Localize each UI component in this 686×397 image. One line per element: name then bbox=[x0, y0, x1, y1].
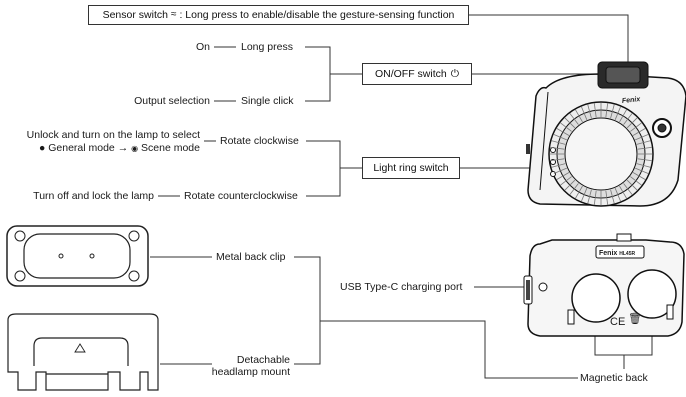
light-ring-rib bbox=[626, 179, 638, 191]
scene-mode-text: Scene mode bbox=[141, 142, 200, 154]
light-ring-rib bbox=[575, 185, 583, 199]
brand-model-text: HL45R bbox=[619, 251, 636, 257]
light-ring-rib bbox=[635, 167, 649, 174]
light-ring-rib bbox=[623, 183, 633, 195]
rotate-ccw-action: Rotate counterclockwise bbox=[184, 190, 298, 202]
onoff-switch-box: ON/OFF switch ⏻ bbox=[362, 63, 472, 85]
light-ring-rib bbox=[564, 117, 576, 129]
on-result: On bbox=[195, 41, 210, 53]
light-ring-rib bbox=[587, 189, 592, 204]
power-icon: ⏻ bbox=[450, 68, 460, 80]
back-bracket bbox=[294, 256, 321, 365]
rotate-cw-result-line2: ● General mode → ◉ Scene mode bbox=[0, 142, 200, 155]
light-ring-rib bbox=[593, 103, 597, 118]
general-mode-text: General mode bbox=[48, 142, 115, 154]
light-ring-rib bbox=[614, 106, 621, 120]
ring-bracket bbox=[306, 140, 341, 197]
light-ring-rib bbox=[551, 163, 566, 168]
ce-mark: CE bbox=[610, 316, 626, 328]
light-ring-switch-label: Light ring switch bbox=[373, 162, 449, 174]
light-ring-switch-box: Light ring switch bbox=[362, 157, 460, 179]
brand-logo-rear: Fenix HL45R bbox=[599, 248, 635, 260]
metal-back-clip-label: Metal back clip bbox=[216, 251, 286, 263]
single-click-action: Single click bbox=[241, 95, 294, 107]
light-ring-rib bbox=[581, 106, 588, 120]
light-ring-rib bbox=[626, 117, 638, 129]
headlamp-mount-label-line1: Detachable bbox=[236, 354, 290, 366]
light-ring-rib bbox=[636, 140, 651, 145]
ring-dot-icon: ◉ bbox=[131, 144, 139, 153]
headlamp-rear-illustration bbox=[523, 233, 685, 337]
light-ring-rib bbox=[623, 113, 633, 125]
onoff-switch-label: ON/OFF switch bbox=[374, 68, 447, 80]
light-ring-rib bbox=[632, 172, 646, 180]
light-ring-rib bbox=[635, 134, 649, 141]
light-ring-rib bbox=[556, 172, 570, 180]
headlamp-mount-illustration bbox=[7, 313, 159, 391]
sensor-switch-label: Sensor switch bbox=[102, 9, 168, 21]
light-ring-rib bbox=[605, 103, 609, 118]
rotate-ccw-result: Turn off and lock the lamp bbox=[33, 190, 154, 202]
light-ring-rib bbox=[550, 146, 565, 150]
output-selection-result: Output selection bbox=[134, 95, 210, 107]
filled-dot-icon: ● bbox=[38, 142, 46, 154]
light-ring-rib bbox=[551, 140, 566, 145]
brand-logo-front: Fenix bbox=[621, 94, 641, 108]
light-ring-rib bbox=[630, 122, 642, 132]
arrow-right-icon: → bbox=[117, 142, 129, 154]
light-ring-rib bbox=[637, 146, 652, 150]
light-ring-rib bbox=[550, 158, 565, 162]
magnetic-back-label: Magnetic back bbox=[580, 372, 648, 384]
long-press-action: Long press bbox=[241, 41, 293, 53]
brand-text-rear: Fenix bbox=[599, 250, 618, 257]
light-ring-rib bbox=[610, 189, 615, 204]
usb-port-label: USB Type-C charging port bbox=[340, 281, 463, 293]
headlamp-mount-label-line2: headlamp mount bbox=[211, 366, 290, 378]
rotate-cw-action: Rotate clockwise bbox=[220, 135, 299, 147]
light-ring-rib bbox=[619, 109, 627, 123]
light-ring-rib bbox=[630, 176, 642, 186]
sensor-switch-box: Sensor switch ≈ : Long press to enable/d… bbox=[88, 5, 469, 25]
back-to-magnetic bbox=[320, 320, 578, 379]
metal-back-clip-illustration bbox=[6, 225, 149, 287]
light-ring-rib bbox=[587, 104, 592, 119]
light-ring-rib bbox=[610, 104, 615, 119]
light-ring-rib bbox=[614, 188, 621, 202]
light-ring-rib bbox=[560, 176, 572, 186]
light-ring-rib bbox=[569, 183, 579, 195]
rotate-cw-result-line1: Unlock and turn on the lamp to select bbox=[26, 129, 200, 141]
headlamp-front-illustration bbox=[526, 61, 686, 207]
light-ring-rib bbox=[605, 190, 609, 205]
light-ring-rib bbox=[560, 122, 572, 132]
light-ring-rib bbox=[556, 128, 570, 136]
sensor-switch-description: : Long press to enable/disable the gestu… bbox=[179, 9, 455, 21]
light-ring-rib bbox=[619, 185, 627, 199]
brand-text: Fenix bbox=[621, 96, 641, 105]
light-ring-rib bbox=[581, 188, 588, 202]
light-ring-rib bbox=[636, 163, 651, 168]
light-ring-rib bbox=[553, 167, 567, 174]
light-ring-rib bbox=[553, 134, 567, 141]
light-ring-rib bbox=[564, 179, 576, 191]
light-ring-rib bbox=[637, 158, 652, 162]
sensor-leader-line bbox=[468, 14, 629, 70]
onoff-bracket bbox=[305, 46, 331, 102]
light-ring-ribs bbox=[550, 103, 652, 205]
light-ring-rib bbox=[632, 128, 646, 136]
light-ring-rib bbox=[593, 190, 597, 205]
weee-bin-icon: 🗑 bbox=[628, 313, 642, 325]
light-ring-rib bbox=[569, 113, 579, 125]
gesture-sensor-icon: ≈ bbox=[170, 9, 177, 20]
light-ring-rib bbox=[575, 109, 583, 123]
